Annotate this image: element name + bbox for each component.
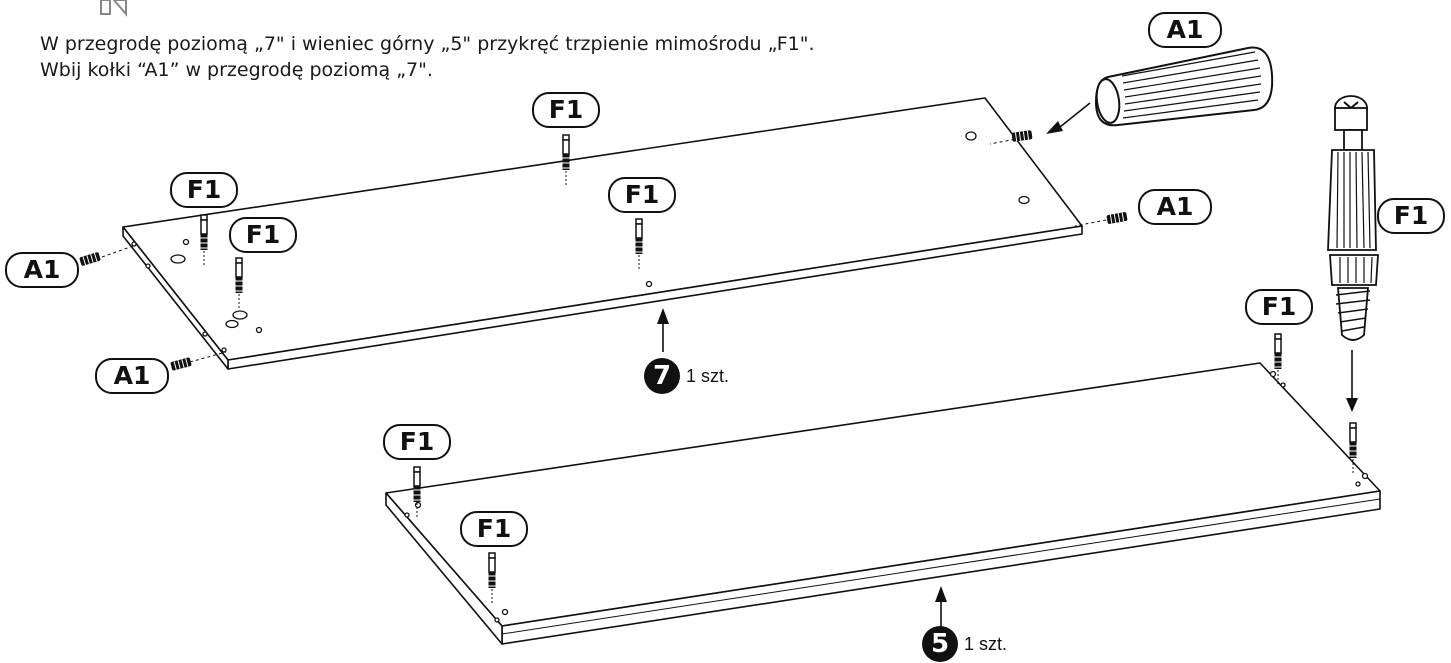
insert-arrow bbox=[1046, 102, 1091, 134]
label-a1: A1 bbox=[1138, 189, 1212, 225]
pin-f1 bbox=[1273, 333, 1283, 385]
pin-f1-large-icon bbox=[1327, 95, 1379, 341]
label-f1: F1 bbox=[170, 172, 238, 208]
label-f1: F1 bbox=[1377, 198, 1445, 234]
panel-7-holes bbox=[131, 131, 1030, 353]
label-f1: F1 bbox=[532, 92, 600, 128]
dowel-a1 bbox=[78, 251, 102, 267]
instruction-line-2: Wbij kołki “A1” w przegrodę poziomą „7". bbox=[40, 59, 433, 81]
panel-5 bbox=[385, 362, 1381, 645]
part-5-number-badge: 5 bbox=[922, 626, 958, 662]
part-5-quantity: 5 1 szt. bbox=[922, 626, 1007, 662]
step-icon bbox=[100, 0, 127, 17]
part-7-arrow bbox=[657, 308, 669, 352]
part-5-quantity-text: 1 szt. bbox=[964, 633, 1008, 654]
label-f1: F1 bbox=[608, 177, 676, 213]
dowel-a1 bbox=[169, 356, 193, 372]
panel-5-holes bbox=[404, 370, 1369, 623]
part-7-quantity: 7 1 szt. bbox=[644, 358, 729, 394]
label-f1: F1 bbox=[1245, 289, 1313, 325]
label-a1: A1 bbox=[1148, 12, 1222, 48]
label-a1: A1 bbox=[95, 358, 169, 394]
part-7-number-badge: 7 bbox=[644, 358, 680, 394]
dowel-a1 bbox=[1105, 211, 1129, 225]
screw-down-arrow bbox=[1346, 350, 1358, 412]
part-5-arrow bbox=[935, 586, 947, 630]
label-f1: F1 bbox=[229, 217, 297, 253]
label-f1: F1 bbox=[460, 511, 528, 547]
dowel-a1-large-icon bbox=[1094, 46, 1274, 127]
panel-7 bbox=[122, 97, 1083, 370]
label-a1: A1 bbox=[5, 252, 79, 288]
label-f1: F1 bbox=[383, 424, 451, 460]
instruction-line-1: W przegrodę poziomą „7" i wieniec górny … bbox=[40, 33, 815, 55]
dowel-a1 bbox=[1010, 129, 1034, 143]
part-7-quantity-text: 1 szt. bbox=[686, 365, 730, 386]
